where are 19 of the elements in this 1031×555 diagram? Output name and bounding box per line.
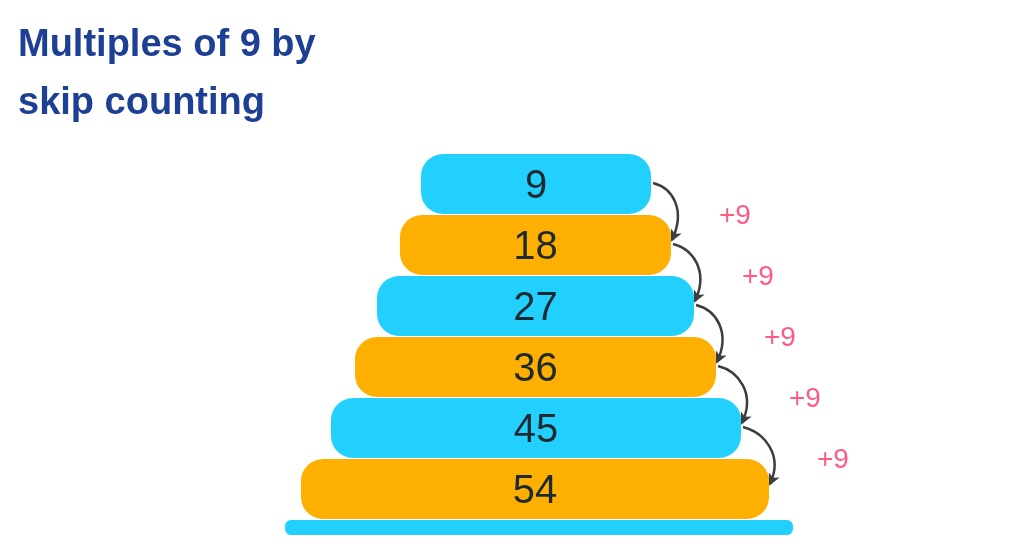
curved-arrow — [695, 303, 727, 364]
number-text: 9 — [524, 162, 548, 206]
title: Multiples of 9 by skip counting — [18, 21, 317, 124]
number-text: 36 — [513, 345, 558, 389]
number-box — [355, 337, 716, 397]
curved-arrow — [717, 364, 752, 425]
number-text: 45 — [513, 406, 559, 450]
number-box — [377, 276, 694, 336]
curved-arrow — [742, 425, 780, 486]
number-text: 54 — [512, 467, 558, 511]
number-box — [331, 398, 741, 458]
curved-arrow — [652, 181, 682, 242]
number-text: 18 — [513, 223, 558, 267]
number-box — [421, 154, 651, 214]
number-box — [400, 215, 671, 275]
number-box — [301, 459, 769, 519]
number-text: 27 — [513, 284, 558, 328]
base-bar — [285, 520, 793, 535]
curved-arrow — [672, 242, 705, 303]
